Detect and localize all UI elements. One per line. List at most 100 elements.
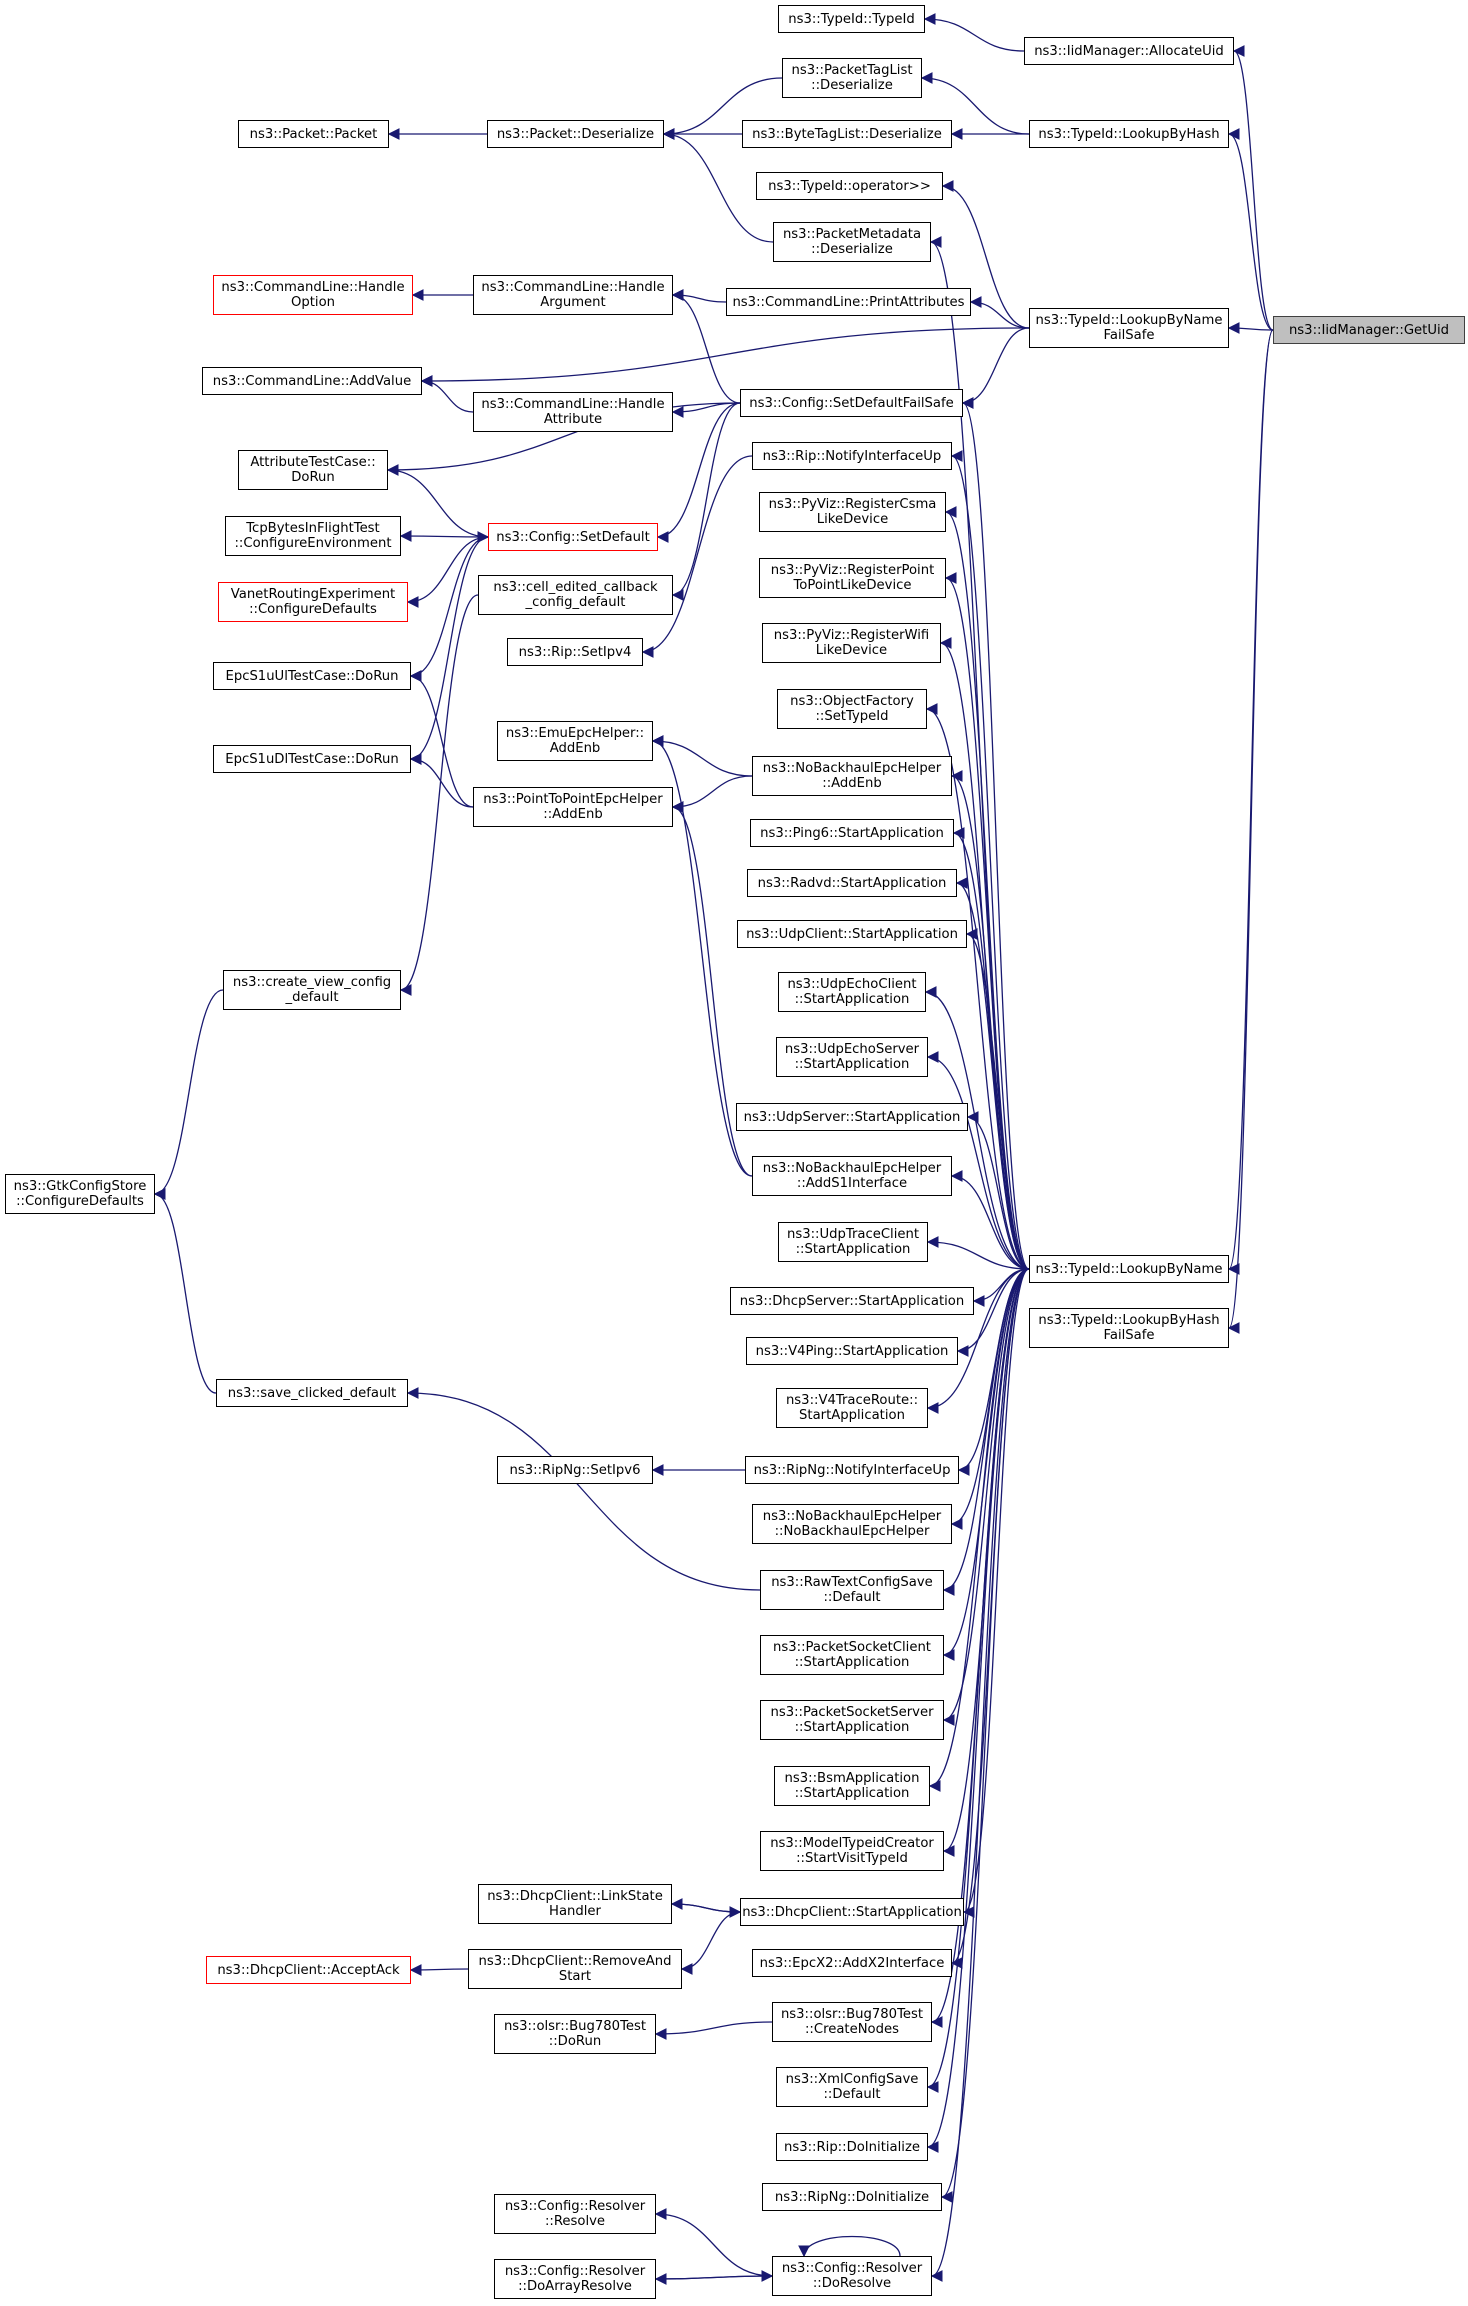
node-ping6-startapplication[interactable]: ns3::Ping6::StartApplication <box>750 819 954 847</box>
node-packettaglist-deserialize[interactable]: ns3::PacketTagList ::Deserialize <box>782 58 922 98</box>
edge-emuepchelper_addenb-to-nobackhaul_addenb <box>651 735 753 777</box>
node-xmlconfigsave-default[interactable]: ns3::XmlConfigSave ::Default <box>776 2067 928 2107</box>
edge-allocateuid-to-getuid <box>1232 45 1274 331</box>
node-config-resolver-doarrayresolve[interactable]: ns3::Config::Resolver ::DoArrayResolve <box>494 2259 656 2299</box>
node-nobackhaulepchelper-addenb[interactable]: ns3::NoBackhaulEpcHelper ::AddEnb <box>752 756 952 796</box>
node-dhcpclient-linkstatehandler[interactable]: ns3::DhcpClient::LinkState Handler <box>478 1884 672 1924</box>
edge-epcs1udl_dorun-to-config_setdefault <box>409 536 489 765</box>
node-bytetaglist-deserialize[interactable]: ns3::ByteTagList::Deserialize <box>742 120 952 148</box>
node-save-clicked-default[interactable]: ns3::save_clicked_default <box>216 1379 408 1407</box>
edge-config_setdefault-to-config_setdefaultfailsafe <box>656 402 741 543</box>
edge-epcs1udl_dorun-to-p2pepchelper_addenb <box>409 753 474 808</box>
edge-lookupbyhashfailsafe-to-getuid <box>1227 329 1274 1334</box>
edge-cmd_handleargument-to-cmd_printattributes <box>671 289 727 303</box>
node-pyviz-registercsmalikedevice[interactable]: ns3::PyViz::RegisterCsma LikeDevice <box>759 492 946 532</box>
node-attributetestcase-dorun[interactable]: AttributeTestCase:: DoRun <box>238 450 388 490</box>
node-dhcpserver-startapplication[interactable]: ns3::DhcpServer::StartApplication <box>730 1287 974 1315</box>
node-udpechoclient-startapplication[interactable]: ns3::UdpEchoClient ::StartApplication <box>778 972 926 1012</box>
edge-v4ping_startapp-to-lookupbyname <box>956 1268 1030 1357</box>
node-dhcpclient-removeandstart[interactable]: ns3::DhcpClient::RemoveAnd Start <box>468 1949 682 1989</box>
node-iidmanager-getuid[interactable]: ns3::IidManager::GetUid <box>1273 316 1465 344</box>
node-commandline-printattributes[interactable]: ns3::CommandLine::PrintAttributes <box>726 288 971 316</box>
edge-packettaglist_deserialize-to-lookupbyhash <box>920 72 1030 135</box>
edge-ripng_doinitialize-to-lookupbyname <box>940 1268 1030 2203</box>
node-objectfactory-settypeid[interactable]: ns3::ObjectFactory ::SetTypeId <box>777 689 927 729</box>
node-typeid-lookupbynamefailsafe[interactable]: ns3::TypeId::LookupByName FailSafe <box>1029 308 1229 348</box>
node-iidmanager-allocateuid[interactable]: ns3::IidManager::AllocateUid <box>1024 37 1234 65</box>
node-tcpbytesinflighttest-configureenvironment[interactable]: TcpBytesInFlightTest ::ConfigureEnvironm… <box>225 516 401 556</box>
edge-gtkconfigstore-to-save_clicked <box>153 1188 217 1394</box>
node-rawtextconfigsave-default[interactable]: ns3::RawTextConfigSave ::Default <box>760 1570 944 1610</box>
node-typeid-lookupbyhash[interactable]: ns3::TypeId::LookupByHash <box>1029 120 1229 148</box>
node-modeltypeidcreator-startvisittypeid[interactable]: ns3::ModelTypeidCreator ::StartVisitType… <box>760 1831 944 1871</box>
node-olsr-bug780test-createnodes[interactable]: ns3::olsr::Bug780Test ::CreateNodes <box>772 2002 932 2042</box>
node-udpechoserver-startapplication[interactable]: ns3::UdpEchoServer ::StartApplication <box>776 1037 928 1077</box>
node-gtkconfigstore-configuredefaults[interactable]: ns3::GtkConfigStore ::ConfigureDefaults <box>5 1174 155 1214</box>
node-commandline-handleargument[interactable]: ns3::CommandLine::Handle Argument <box>473 275 673 315</box>
node-rip-doinitialize[interactable]: ns3::Rip::DoInitialize <box>776 2133 928 2161</box>
node-rip-setipv4[interactable]: ns3::Rip::SetIpv4 <box>507 638 643 666</box>
node-dhcpclient-startapplication[interactable]: ns3::DhcpClient::StartApplication <box>740 1898 964 1926</box>
node-emuepchelper-addenb[interactable]: ns3::EmuEpcHelper:: AddEnb <box>497 721 653 761</box>
node-udptraceclient-startapplication[interactable]: ns3::UdpTraceClient ::StartApplication <box>778 1222 928 1262</box>
node-ripng-setipv6[interactable]: ns3::RipNg::SetIpv6 <box>497 1456 653 1484</box>
node-create-view-config-default[interactable]: ns3::create_view_config _default <box>223 970 401 1010</box>
node-ripng-notifyinterfaceup[interactable]: ns3::RipNg::NotifyInterfaceUp <box>745 1456 959 1484</box>
node-ripng-doinitialize[interactable]: ns3::RipNg::DoInitialize <box>762 2183 942 2211</box>
node-epcs1uultestcase-dorun[interactable]: EpcS1uUlTestCase::DoRun <box>213 662 411 690</box>
edge-dhcpclient_linkstate-to-dhcpclient_startapp <box>670 1898 741 1913</box>
node-packetsocketclient-startapplication[interactable]: ns3::PacketSocketClient ::StartApplicati… <box>760 1635 944 1675</box>
edge-create_view_config-to-cell_edited <box>399 594 479 996</box>
edge-p2pepchelper_addenb-to-nobackhaul_addenb <box>671 775 753 813</box>
node-config-resolver-resolve[interactable]: ns3::Config::Resolver ::Resolve <box>494 2194 656 2234</box>
edge-packet_deserialize-to-packettaglist_deserialize <box>662 77 783 140</box>
node-udpclient-startapplication[interactable]: ns3::UdpClient::StartApplication <box>737 920 967 948</box>
node-config-setdefault[interactable]: ns3::Config::SetDefault <box>488 523 658 551</box>
node-v4traceroute-startapplication[interactable]: ns3::V4TraceRoute:: StartApplication <box>776 1388 928 1428</box>
node-packet-packet[interactable]: ns3::Packet::Packet <box>238 120 389 148</box>
node-packet-deserialize[interactable]: ns3::Packet::Deserialize <box>487 120 664 148</box>
node-typeid-lookupbyhashfailsafe[interactable]: ns3::TypeId::LookupByHash FailSafe <box>1029 1308 1229 1348</box>
node-epcs1udltestcase-dorun[interactable]: EpcS1uDlTestCase::DoRun <box>213 745 411 773</box>
node-packetsocketserver-startapplication[interactable]: ns3::PacketSocketServer ::StartApplicati… <box>760 1700 944 1740</box>
node-rip-notifyinterfaceup[interactable]: ns3::Rip::NotifyInterfaceUp <box>752 442 952 470</box>
edge-epcs1uul_dorun-to-config_setdefault <box>409 536 489 682</box>
node-olsr-bug780test-dorun[interactable]: ns3::olsr::Bug780Test ::DoRun <box>494 2014 656 2054</box>
edge-lookupbyhash-to-getuid <box>1227 128 1274 331</box>
node-radvd-startapplication[interactable]: ns3::Radvd::StartApplication <box>747 869 957 897</box>
node-commandline-addvalue[interactable]: ns3::CommandLine::AddValue <box>202 367 422 395</box>
edge-dhcpclient_startapp-to-lookupbyname <box>962 1268 1030 1918</box>
edge-radvd_startapp-to-lookupbyname <box>955 877 1030 1270</box>
node-udpserver-startapplication[interactable]: ns3::UdpServer::StartApplication <box>736 1103 968 1131</box>
edge-nobackhaul_adds1-to-lookupbyname <box>950 1170 1030 1270</box>
edge-cmd_addvalue-to-lookupbynamefailsafe <box>420 327 1030 387</box>
node-epcx2-addx2interface[interactable]: ns3::EpcX2::AddX2Interface <box>752 1949 952 1977</box>
node-packetmetadata-deserialize[interactable]: ns3::PacketMetadata ::Deserialize <box>773 222 931 262</box>
edge-udpechoserver_startapp-to-lookupbyname <box>926 1051 1030 1270</box>
node-config-setdefaultfailsafe[interactable]: ns3::Config::SetDefaultFailSafe <box>740 389 963 417</box>
node-config-resolver-doresolve[interactable]: ns3::Config::Resolver ::DoResolve <box>772 2256 932 2296</box>
node-commandline-handleoption[interactable]: ns3::CommandLine::Handle Option <box>213 275 413 315</box>
node-typeid-lookupbyname[interactable]: ns3::TypeId::LookupByName <box>1029 1255 1229 1283</box>
edge-lookupbyname-to-getuid <box>1227 329 1274 1275</box>
node-commandline-handleattribute[interactable]: ns3::CommandLine::Handle Attribute <box>473 392 673 432</box>
node-nobackhaulepchelper-constructor[interactable]: ns3::NoBackhaulEpcHelper ::NoBackhaulEpc… <box>752 1504 952 1544</box>
node-pointtopointepchelper-addenb[interactable]: ns3::PointToPointEpcHelper ::AddEnb <box>473 787 673 827</box>
node-typeid-typeid[interactable]: ns3::TypeId::TypeId <box>778 5 925 33</box>
edge-rawtextconfigsave_default-to-lookupbyname <box>942 1268 1030 1596</box>
node-vanetroutingexperiment-configuredefaults[interactable]: VanetRoutingExperiment ::ConfigureDefaul… <box>218 582 408 622</box>
edge-typeid_typeid-to-allocateuid <box>923 13 1025 52</box>
node-bsmapplication-startapplication[interactable]: ns3::BsmApplication ::StartApplication <box>774 1766 930 1806</box>
node-dhcpclient-acceptack[interactable]: ns3::DhcpClient::AcceptAck <box>206 1956 411 1984</box>
node-v4ping-startapplication[interactable]: ns3::V4Ping::StartApplication <box>746 1337 958 1365</box>
edge-config_setdefaultfailsafe-to-lookupbyname <box>961 397 1030 1270</box>
node-typeid-operator[interactable]: ns3::TypeId::operator>> <box>756 172 943 200</box>
node-nobackhaulepchelper-adds1interface[interactable]: ns3::NoBackhaulEpcHelper ::AddS1Interfac… <box>752 1156 952 1196</box>
edge-udpclient_startapp-to-lookupbyname <box>965 928 1030 1270</box>
node-cell-edited-callback-config-default[interactable]: ns3::cell_edited_callback _config_defaul… <box>478 575 673 615</box>
edge-rip_notifyinterfaceup-to-lookupbyname <box>950 450 1030 1270</box>
node-pyviz-registerwifilikedevice[interactable]: ns3::PyViz::RegisterWifi LikeDevice <box>762 623 941 663</box>
node-pyviz-registerpointtopointlikedevice[interactable]: ns3::PyViz::RegisterPoint ToPointLikeDev… <box>759 558 946 598</box>
